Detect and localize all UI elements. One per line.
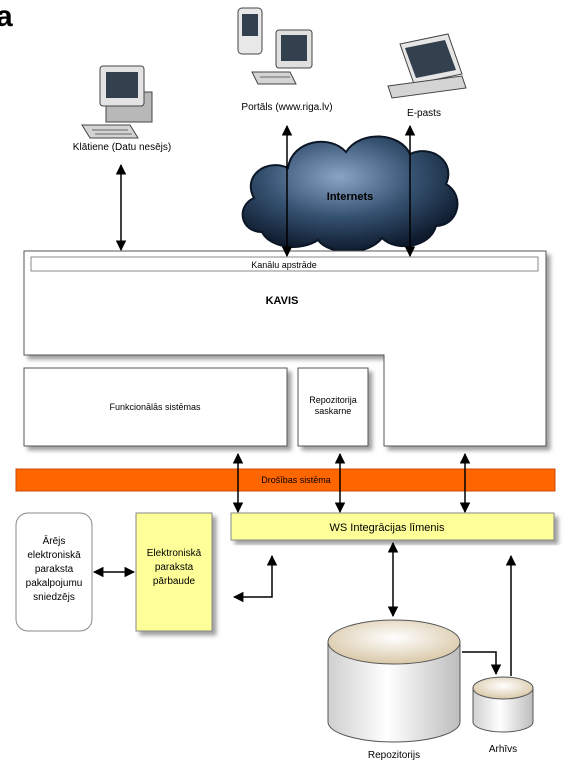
klatiene-label: Klātiene (Datu nesējs)	[73, 142, 171, 153]
funkcionalas-sistemas-box	[23, 367, 288, 447]
corner-glyph: a	[0, 0, 13, 33]
arrow-repozitorijs-arhivs	[462, 651, 502, 676]
arrow-ws-signature	[232, 554, 278, 603]
repozitorija-saskarne-line2: saskarne	[315, 406, 352, 416]
kavis-label: KAVIS	[266, 295, 299, 307]
external-provider-line1: Ārējs	[43, 535, 66, 547]
external-provider-line4: pakalpojumu	[26, 578, 83, 589]
repozitorijs-label: Repozitorijs	[368, 750, 420, 761]
portals-label: Portāls (www.riga.lv)	[241, 102, 332, 113]
external-provider-line3: paraksta	[35, 564, 74, 575]
laptop-icon	[387, 33, 467, 99]
kavis-block	[23, 250, 547, 447]
connector-arrows	[92, 124, 517, 676]
desktop-computer-icon	[81, 65, 153, 139]
repozitorija-saskarne-line1: Repozitorija	[309, 395, 357, 405]
ws-integracijas-box	[230, 512, 555, 541]
cloud-label: Internets	[327, 191, 373, 203]
phone-and-computer-icon	[237, 7, 313, 85]
repozitorija-saskarne-box	[297, 367, 369, 447]
epasts-label: E-pasts	[407, 108, 441, 119]
signature-check-line3: pārbaude	[153, 576, 196, 587]
signature-check-box	[135, 512, 213, 632]
arhivs-label: Arhīvs	[489, 744, 517, 755]
external-provider-line5: sniedzējs	[33, 592, 75, 603]
funkcionalas-sistemas-label: Funkcionālās sistēmas	[109, 402, 201, 412]
drosibas-sistema-bar	[15, 468, 556, 492]
signature-check-line1: Elektroniskā	[147, 548, 202, 559]
signature-check-line2: paraksta	[155, 562, 194, 573]
kanalu-apstrade-label: Kanālu apstrāde	[251, 260, 317, 270]
arhivs-database-icon	[472, 676, 534, 733]
ws-integracijas-label: WS Integrācijas līmenis	[330, 522, 445, 534]
external-provider-box	[15, 512, 93, 632]
external-provider-line2: elektroniskā	[27, 550, 81, 561]
drosibas-sistema-label: Drošības sistēma	[261, 475, 331, 485]
repozitorijs-database-icon	[327, 619, 461, 743]
